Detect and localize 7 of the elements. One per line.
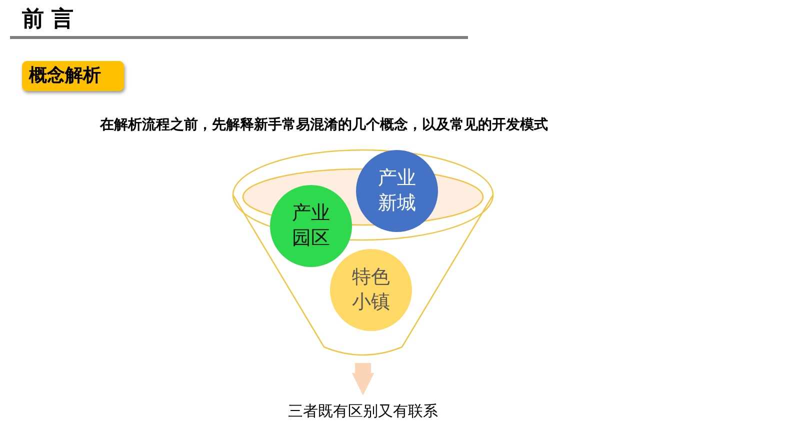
concept-circle: 特色小镇	[330, 249, 412, 331]
block-arrow	[352, 363, 374, 396]
section-tag: 概念解析	[22, 61, 124, 91]
intro-text: 在解析流程之前，先解释新手常易混淆的几个概念，以及常见的开发模式	[100, 116, 548, 134]
page-title: 前 言	[22, 6, 74, 34]
conclusion-text: 三者既有区别又有联系	[260, 400, 466, 422]
concept-circle: 产业新城	[356, 150, 438, 232]
